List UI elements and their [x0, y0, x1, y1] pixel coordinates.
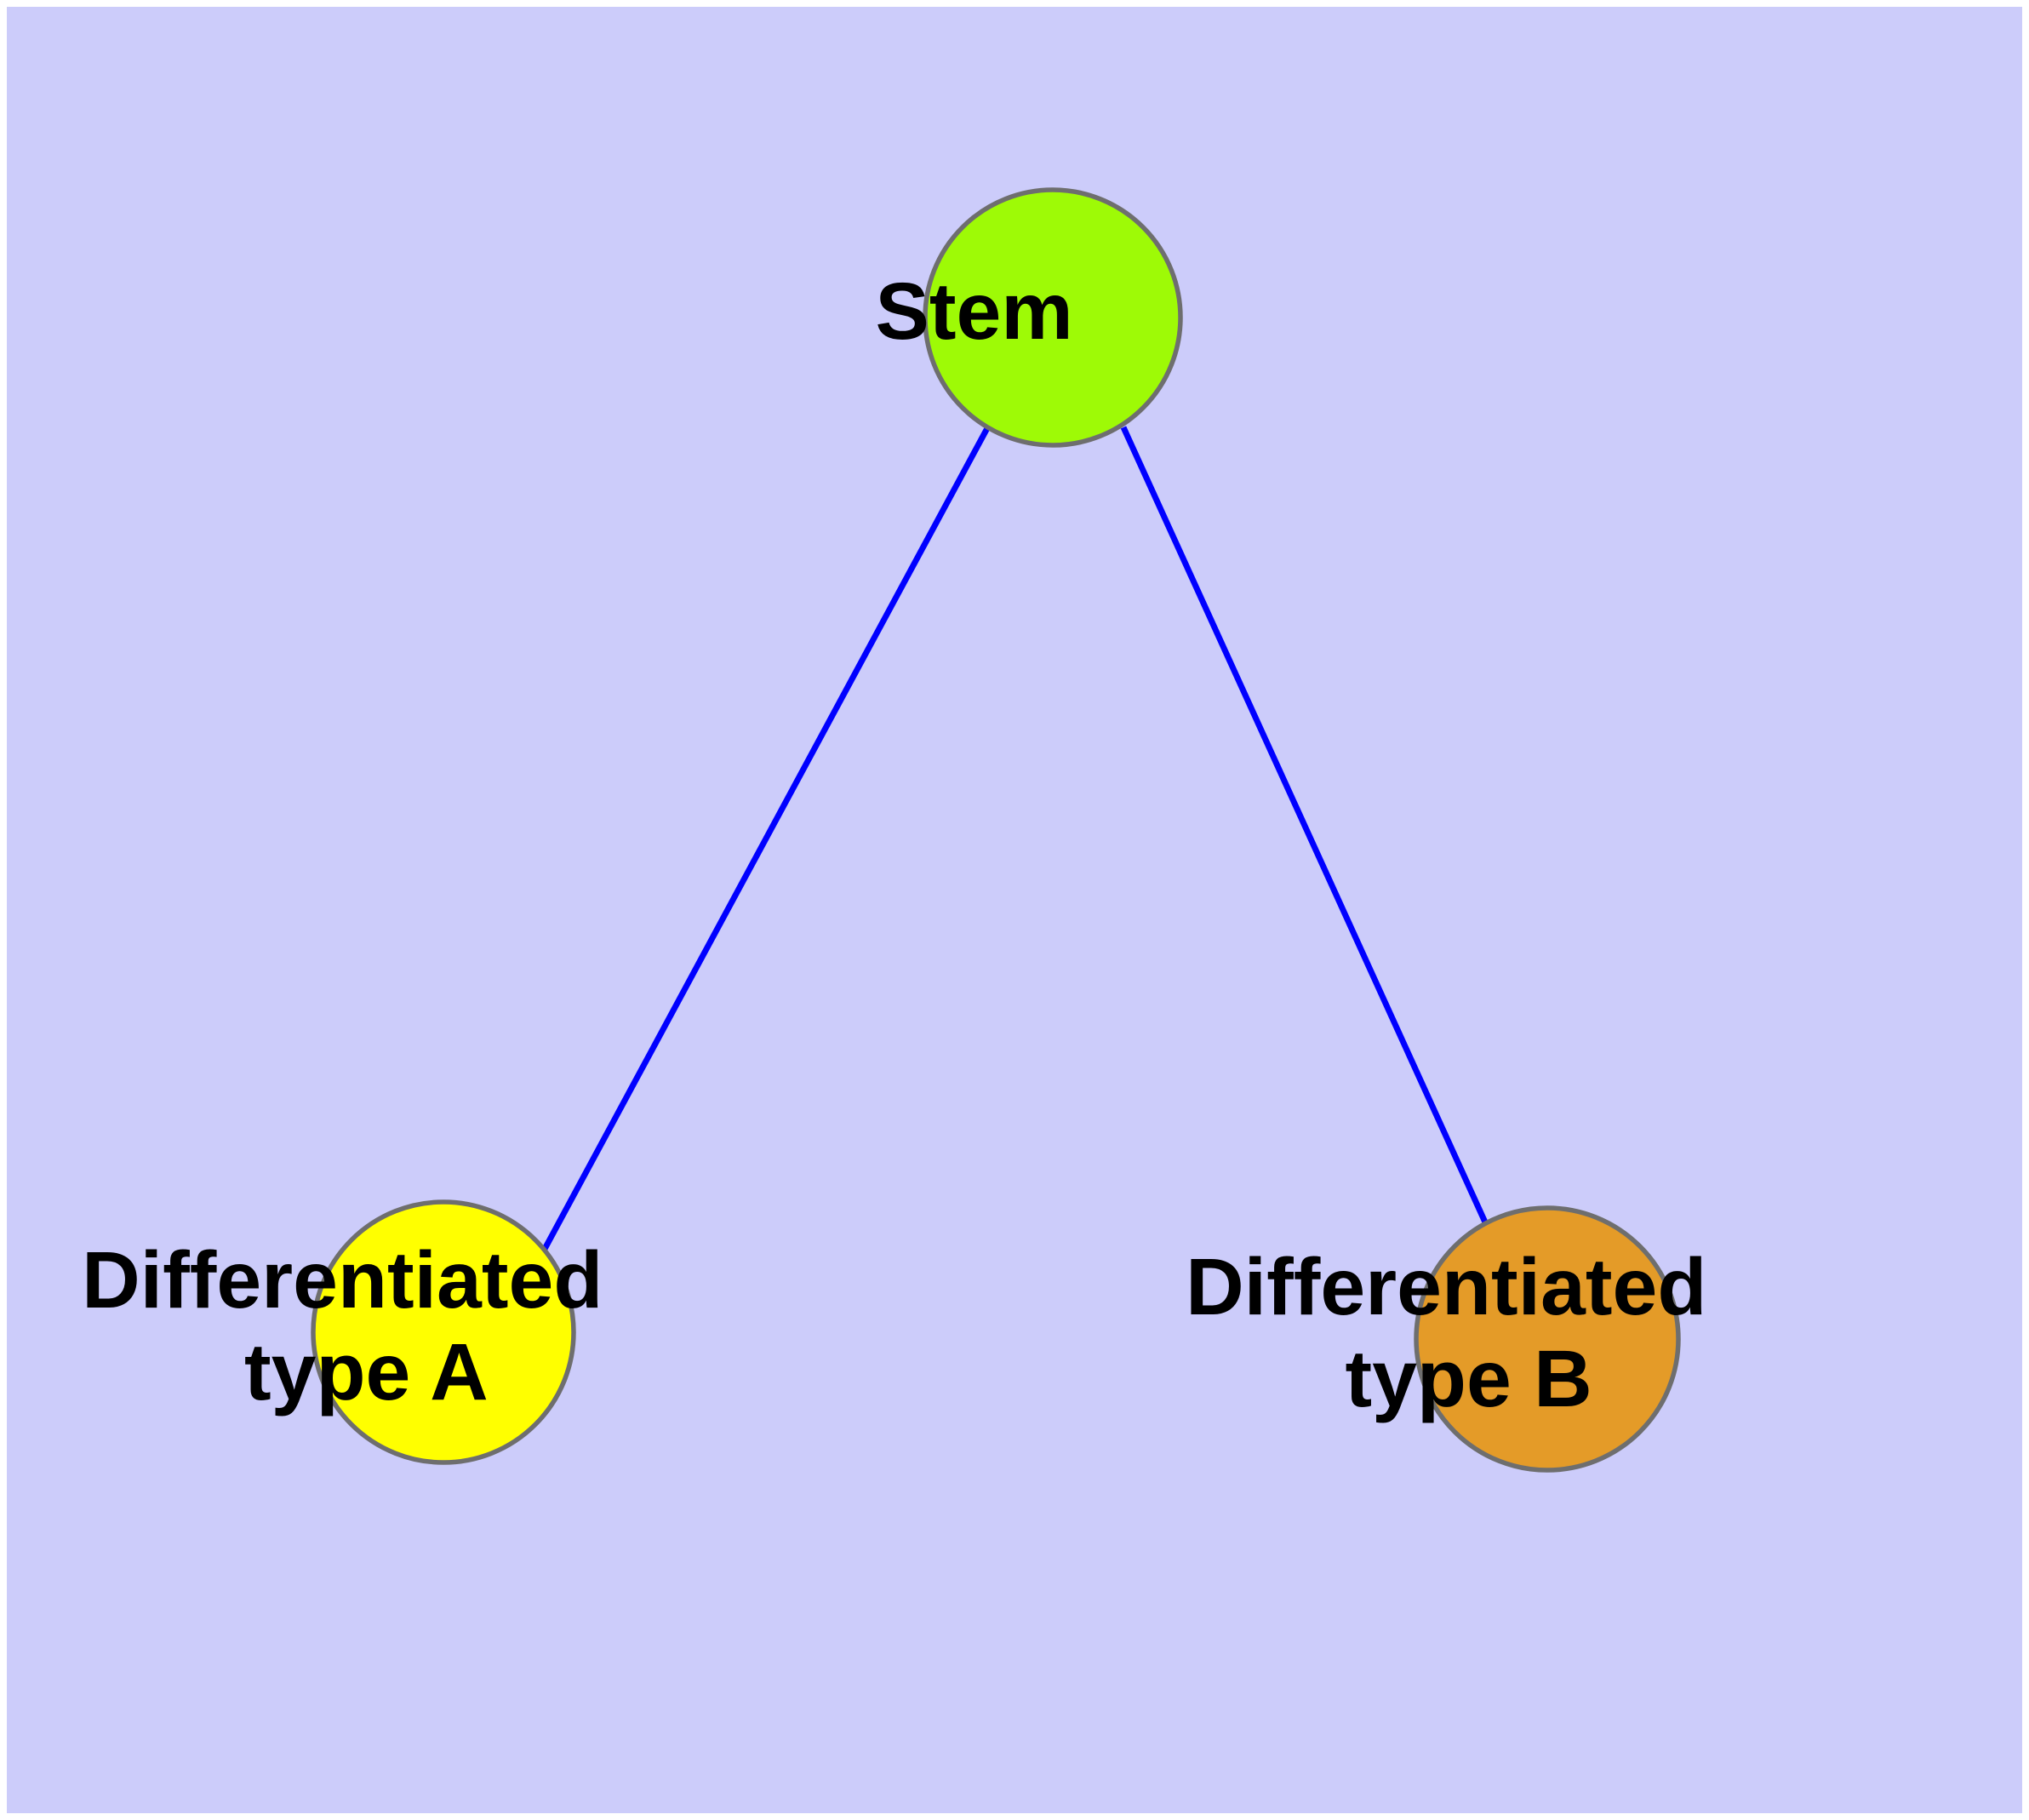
edge-layer — [540, 426, 1489, 1252]
node-differentiated-type-a-label-line-2: type A — [244, 1327, 487, 1417]
node-differentiated-type-b[interactable] — [1414, 1205, 1681, 1473]
node-layer — [311, 187, 1681, 1473]
node-stem-label-line-1: Stem — [875, 266, 1072, 357]
node-stem-circle[interactable] — [923, 187, 1183, 448]
node-differentiated-type-b-circle[interactable] — [1414, 1205, 1681, 1473]
node-differentiated-type-a-label-line-1: Differentiated — [82, 1235, 603, 1325]
node-stem-label: Stem — [875, 266, 1230, 357]
node-differentiated-type-b-label-line-1: Differentiated — [1186, 1242, 1706, 1332]
node-differentiated-type-b-label: Differentiated type B — [1186, 1242, 1909, 1424]
edge-stem-to-differentiated-type-b[interactable] — [1120, 426, 1489, 1226]
node-differentiated-type-a[interactable] — [311, 1199, 576, 1465]
label-layer: Stem Differentiated type A Differentiate… — [82, 266, 1909, 1424]
node-stem[interactable] — [923, 187, 1183, 448]
edge-stem-to-differentiated-type-a[interactable] — [540, 426, 991, 1252]
node-differentiated-type-b-label-line-2: type B — [1345, 1334, 1592, 1424]
node-differentiated-type-a-circle[interactable] — [311, 1199, 576, 1465]
node-differentiated-type-a-label: Differentiated type A — [82, 1235, 805, 1417]
